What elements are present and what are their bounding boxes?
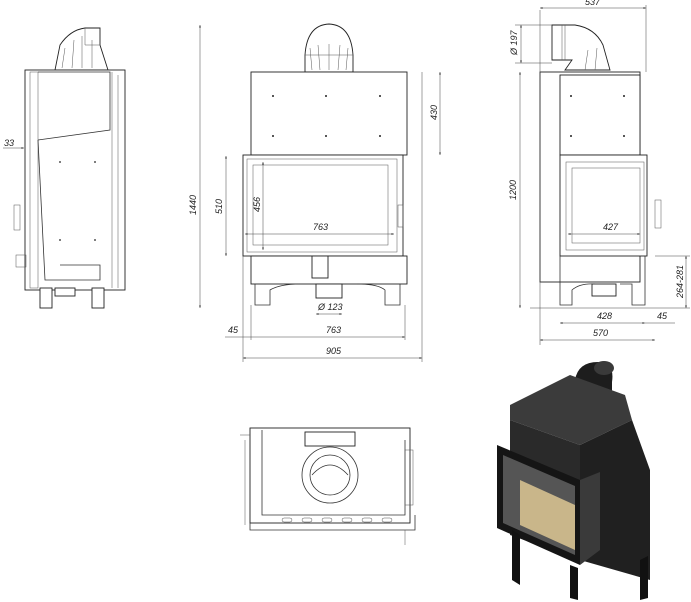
vent-slots [281,517,393,523]
dim-upper-panel-height: 430 [429,105,439,120]
fireplace-3d-render [497,361,650,600]
dim-total-width: 905 [326,346,342,356]
dim-door-height: 510 [214,199,224,214]
right-dimensions: 537 Ø 197 1200 427 264-281 428 45 570 [508,0,690,345]
dim-leg-spacing-side: 428 [597,311,612,321]
dim-wall-offset: 33 [4,138,14,148]
front-dimensions: 1440 430 510 456 763 Ø 123 45 763 905 [188,25,441,362]
dim-total-depth: 570 [593,328,608,338]
dim-flue-diameter: Ø 197 [509,29,519,56]
dim-body-height: 1200 [508,180,518,200]
dim-leg-spacing: 763 [326,325,341,335]
dim-side-offset-right: 45 [657,311,668,321]
dim-side-offset: 45 [228,325,239,335]
dim-leg-height: 264-281 [675,265,685,299]
top-view [240,427,416,545]
dim-glass-width: 763 [313,222,328,232]
left-side-view: 33 [3,27,126,309]
dim-total-height: 1440 [188,195,198,215]
dim-flue-offset: 537 [585,0,601,7]
dim-glass-height: 456 [252,197,262,212]
right-side-view: 537 Ø 197 1200 427 264-281 428 45 570 [508,0,690,345]
dim-air-inlet: Ø 123 [317,302,343,312]
upper-panel-bolts [272,95,381,137]
front-view: 1440 430 510 456 763 Ø 123 45 763 905 [188,23,441,362]
dim-side-glass-width: 427 [603,222,619,232]
